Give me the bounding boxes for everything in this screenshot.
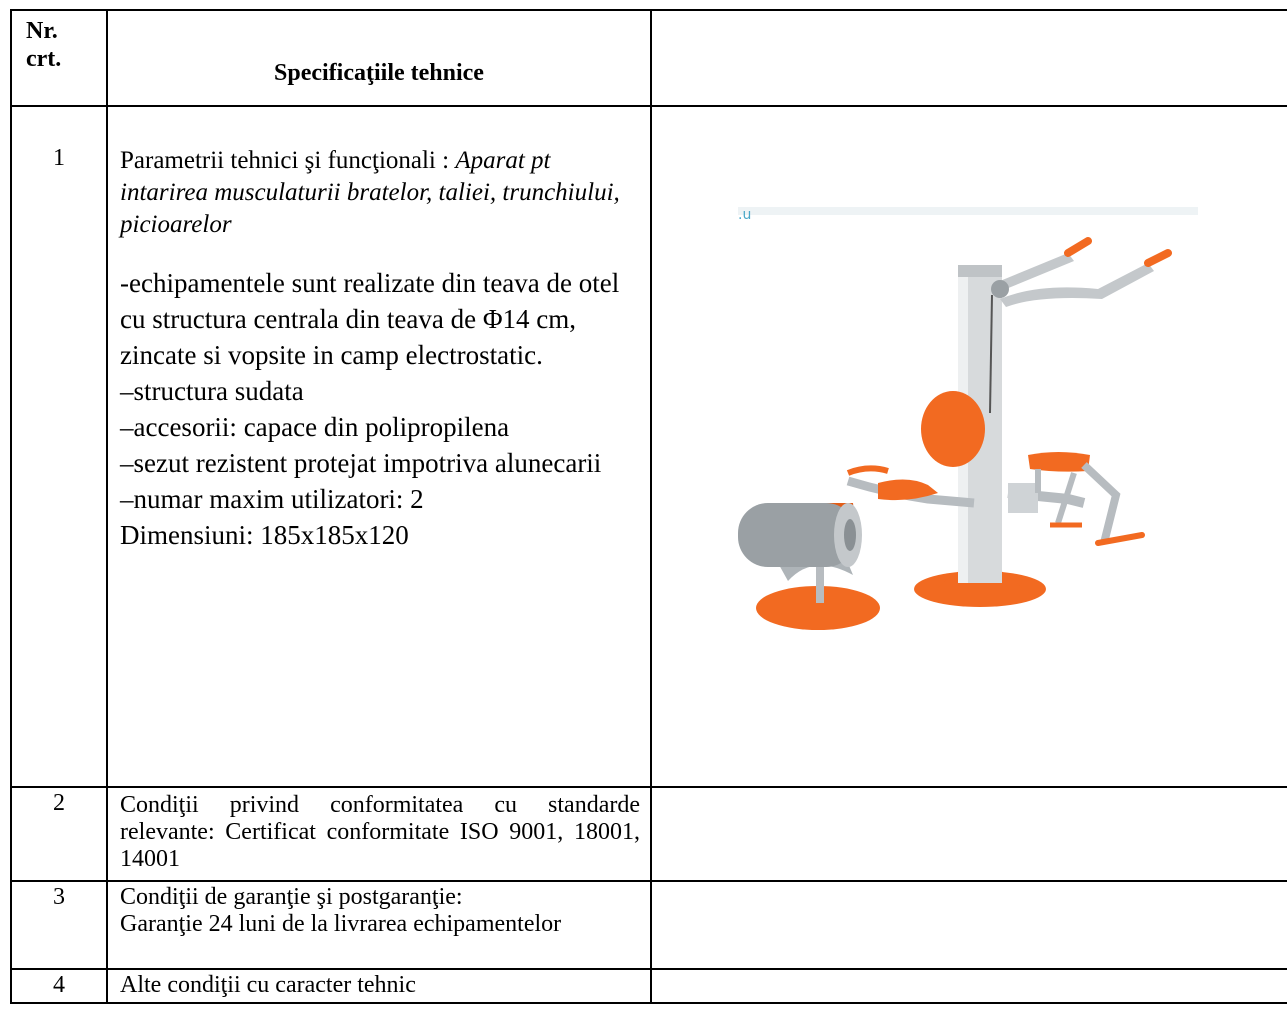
svg-text:.u: .u [738, 207, 751, 223]
spec-cell: Alte condiţii cu caracter tehnic [106, 968, 652, 1004]
spec-line: -echipamentele sunt realizate din teava … [120, 268, 620, 370]
spec-table: Nr. crt. Specificaţiile tehnice 1 Parame… [10, 9, 1287, 1004]
header-row: Nr. crt. Specificaţiile tehnice [10, 9, 1287, 107]
table-row: 1 Parametrii tehnici şi funcţionali : Ap… [10, 105, 1287, 788]
table-row: 3 Condiţii de garanţie şi postgaranţie: … [10, 880, 1287, 970]
spec-intro: Parametrii tehnici şi funcţionali : Apar… [120, 145, 642, 241]
spec-line: –accesorii: capace din polipropilena [120, 412, 510, 442]
header-nr-cell: Nr. crt. [10, 9, 108, 107]
warranty-label: Condiţii de garanţie şi postgaranţie: [120, 884, 463, 910]
spec-cell: Parametrii tehnici şi funcţionali : Apar… [106, 105, 652, 788]
spec-intro-italic: Aparat pt intarirea musculaturii bratelo… [120, 147, 620, 238]
header-crt: crt. [26, 46, 62, 72]
empty-cell [650, 880, 1287, 970]
spec-intro-label: Parametrii tehnici şi funcţionali : [120, 147, 450, 174]
spec-cell: Condiţii privind conformitatea cu standa… [106, 786, 652, 882]
header-nr: Nr. [26, 18, 58, 44]
header-spec: Specificaţiile tehnice [106, 9, 652, 107]
spec-line: –structura sudata [120, 376, 304, 406]
row-number: 3 [10, 880, 108, 970]
row-number: 4 [10, 968, 108, 1004]
fitness-machine-image: .u [738, 203, 1208, 643]
warranty-text: Garanţie 24 luni de la livrarea echipame… [120, 911, 562, 937]
row-number: 1 [10, 105, 108, 788]
spec-cell: Condiţii de garanţie şi postgaranţie: Ga… [106, 880, 652, 970]
table-row: 4 Alte condiţii cu caracter tehnic [10, 968, 1287, 1004]
spec-line: Dimensiuni: 185x185x120 [120, 520, 409, 550]
image-cell: .u [650, 105, 1287, 788]
spec-line: –sezut rezistent protejat impotriva alun… [120, 448, 602, 478]
empty-cell [650, 786, 1287, 882]
table-row: 2 Condiţii privind conformitatea cu stan… [10, 786, 1287, 882]
header-empty-cell [650, 9, 1287, 107]
row-number: 2 [10, 786, 108, 882]
empty-cell [650, 968, 1287, 1004]
spec-line: –numar maxim utilizatori: 2 [120, 484, 424, 514]
